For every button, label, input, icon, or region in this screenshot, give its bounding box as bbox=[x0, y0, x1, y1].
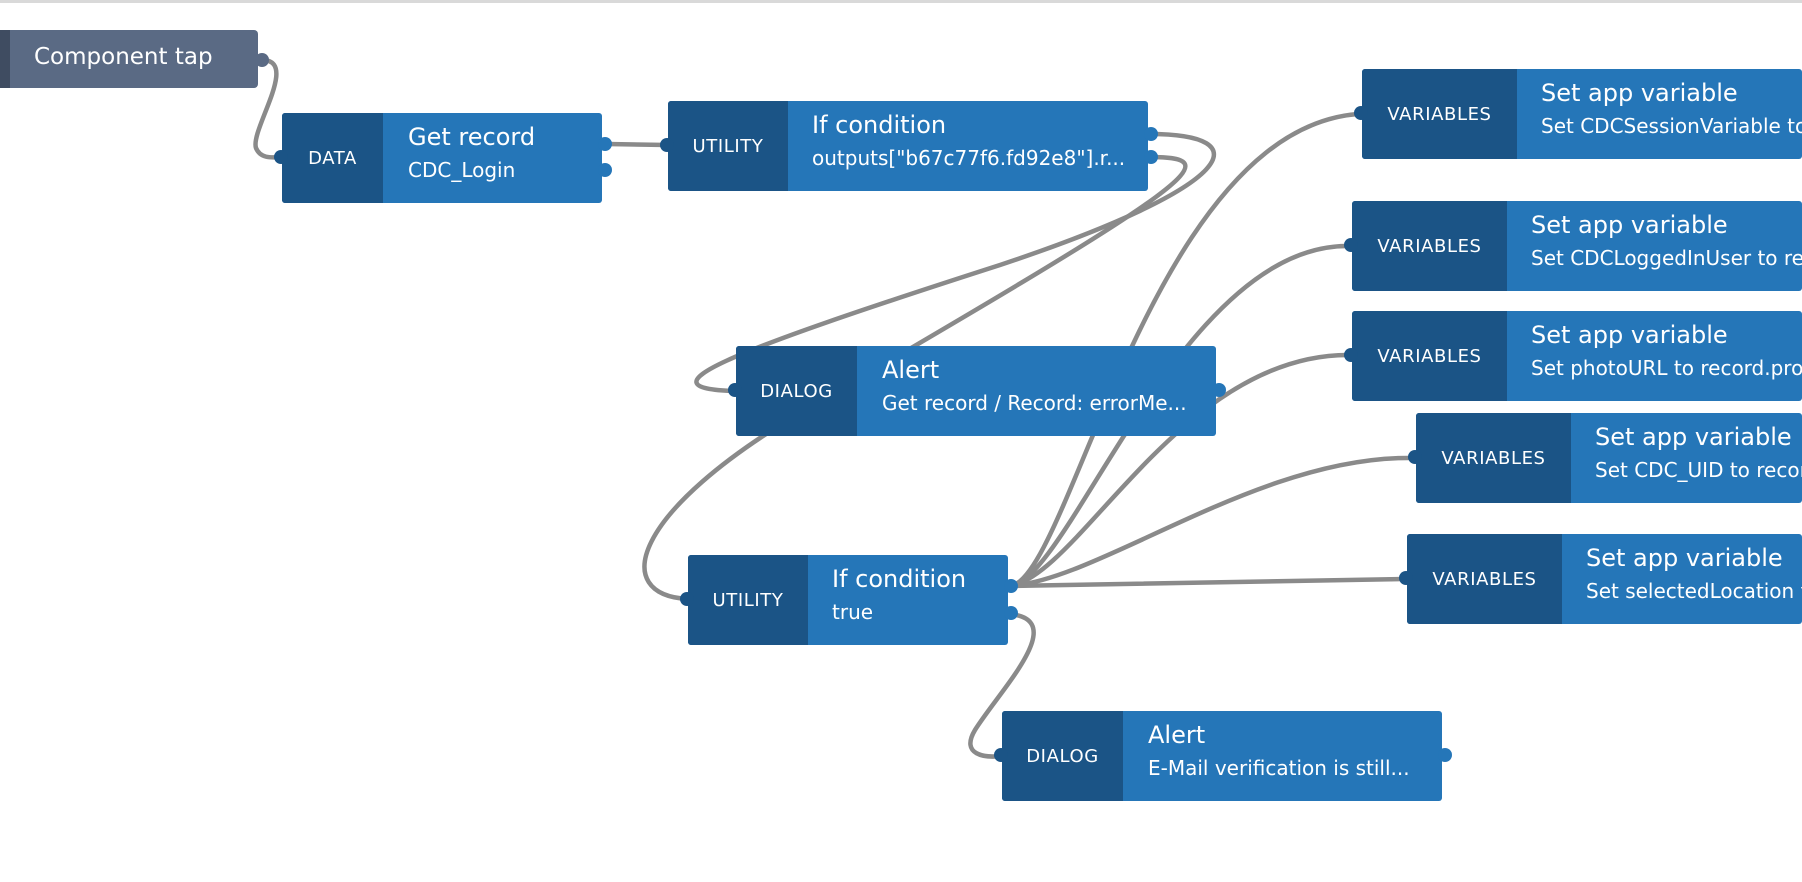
node-category-label: UTILITY bbox=[668, 101, 788, 191]
set-app-variable-node-1[interactable]: VARIABLES Set app variable Set CDCSessio… bbox=[1362, 69, 1802, 159]
trigger-output-port[interactable] bbox=[255, 53, 269, 67]
get-record-node[interactable]: DATA Get record CDC_Login bbox=[282, 113, 602, 203]
node-title: Set app variable bbox=[1531, 211, 1728, 239]
node-subtitle: outputs["b67c77f6.fd92e8"].r... bbox=[812, 146, 1126, 170]
if-condition-1-output-port-2[interactable] bbox=[1144, 150, 1158, 164]
set-var-3-input-port[interactable] bbox=[1344, 348, 1358, 362]
node-title: If condition bbox=[832, 565, 967, 593]
alert-2-input-port[interactable] bbox=[994, 748, 1008, 762]
set-var-5-input-port[interactable] bbox=[1399, 571, 1413, 585]
if-condition-node-1[interactable]: UTILITY If condition outputs["b67c77f6.f… bbox=[668, 101, 1148, 191]
if-condition-2-input-port[interactable] bbox=[680, 592, 694, 606]
node-subtitle: Set photoURL to record.profi... bbox=[1531, 356, 1802, 380]
node-category-label: VARIABLES bbox=[1416, 413, 1571, 503]
set-var-4-input-port[interactable] bbox=[1408, 450, 1422, 464]
alert-2-output-port[interactable] bbox=[1438, 748, 1452, 762]
if-condition-node-2[interactable]: UTILITY If condition true bbox=[688, 555, 1008, 645]
component-tap-trigger[interactable]: Component tap bbox=[0, 30, 258, 88]
wire-trigger-to-get-record bbox=[253, 57, 284, 160]
alert-node-2[interactable]: DIALOG Alert E-Mail verification is stil… bbox=[1002, 711, 1442, 801]
if-condition-1-output-port-1[interactable] bbox=[1144, 127, 1158, 141]
wire-if2-to-var-4 bbox=[1007, 455, 1416, 589]
if-condition-2-output-port-2[interactable] bbox=[1004, 606, 1018, 620]
alert-node-1[interactable]: DIALOG Alert Get record / Record: errorM… bbox=[736, 346, 1216, 436]
node-category-label: DIALOG bbox=[1002, 711, 1123, 801]
wire-if2-to-var-3 bbox=[1007, 352, 1351, 589]
node-subtitle: Set selectedLocation to bbox=[1586, 579, 1802, 603]
get-record-output-port-1[interactable] bbox=[598, 137, 612, 151]
node-title: Set app variable bbox=[1595, 423, 1792, 451]
node-subtitle: CDC_Login bbox=[408, 158, 516, 182]
node-category-label: VARIABLES bbox=[1352, 311, 1507, 401]
set-app-variable-node-3[interactable]: VARIABLES Set app variable Set photoURL … bbox=[1352, 311, 1802, 401]
node-subtitle: E-Mail verification is still... bbox=[1148, 756, 1410, 780]
node-title: Alert bbox=[1148, 721, 1206, 749]
trigger-label: Component tap bbox=[34, 44, 213, 70]
set-app-variable-node-4[interactable]: VARIABLES Set app variable Set CDC_UID t… bbox=[1416, 413, 1802, 503]
wire-if2-to-alert-2 bbox=[968, 611, 1036, 759]
wire-if1-true-to-alert-1 bbox=[694, 131, 1217, 394]
node-subtitle: Set CDCLoggedInUser to reco bbox=[1531, 246, 1802, 270]
node-category-label: DATA bbox=[282, 113, 383, 203]
node-subtitle: true bbox=[832, 600, 874, 624]
node-category-label: VARIABLES bbox=[1352, 201, 1507, 291]
alert-1-input-port[interactable] bbox=[728, 383, 742, 397]
set-var-1-input-port[interactable] bbox=[1354, 106, 1368, 120]
node-category-label: VARIABLES bbox=[1362, 69, 1517, 159]
set-app-variable-node-2[interactable]: VARIABLES Set app variable Set CDCLogged… bbox=[1352, 201, 1802, 291]
node-subtitle: Set CDCSessionVariable to bbox=[1541, 114, 1802, 138]
node-title: Get record bbox=[408, 123, 536, 151]
node-title: Alert bbox=[882, 356, 940, 384]
wire-if2-to-var-5 bbox=[1007, 576, 1407, 589]
get-record-output-port-2[interactable] bbox=[598, 163, 612, 177]
node-title: Set app variable bbox=[1531, 321, 1728, 349]
get-record-input-port[interactable] bbox=[274, 150, 288, 164]
set-app-variable-node-5[interactable]: VARIABLES Set app variable Set selectedL… bbox=[1407, 534, 1802, 624]
node-category-label: UTILITY bbox=[688, 555, 808, 645]
canvas-top-border bbox=[0, 0, 1802, 3]
node-category-label: VARIABLES bbox=[1407, 534, 1562, 624]
node-title: Set app variable bbox=[1541, 79, 1738, 107]
wire-get-record-to-if-1 bbox=[604, 141, 670, 148]
node-subtitle: Get record / Record: errorMe... bbox=[882, 391, 1187, 415]
node-category-label: DIALOG bbox=[736, 346, 857, 436]
alert-1-output-port[interactable] bbox=[1212, 383, 1226, 397]
if-condition-2-output-port-1[interactable] bbox=[1004, 579, 1018, 593]
if-condition-1-input-port[interactable] bbox=[660, 138, 674, 152]
node-title: If condition bbox=[812, 111, 947, 139]
node-subtitle: Set CDC_UID to recor bbox=[1595, 458, 1802, 482]
node-title: Set app variable bbox=[1586, 544, 1783, 572]
set-var-2-input-port[interactable] bbox=[1344, 238, 1358, 252]
